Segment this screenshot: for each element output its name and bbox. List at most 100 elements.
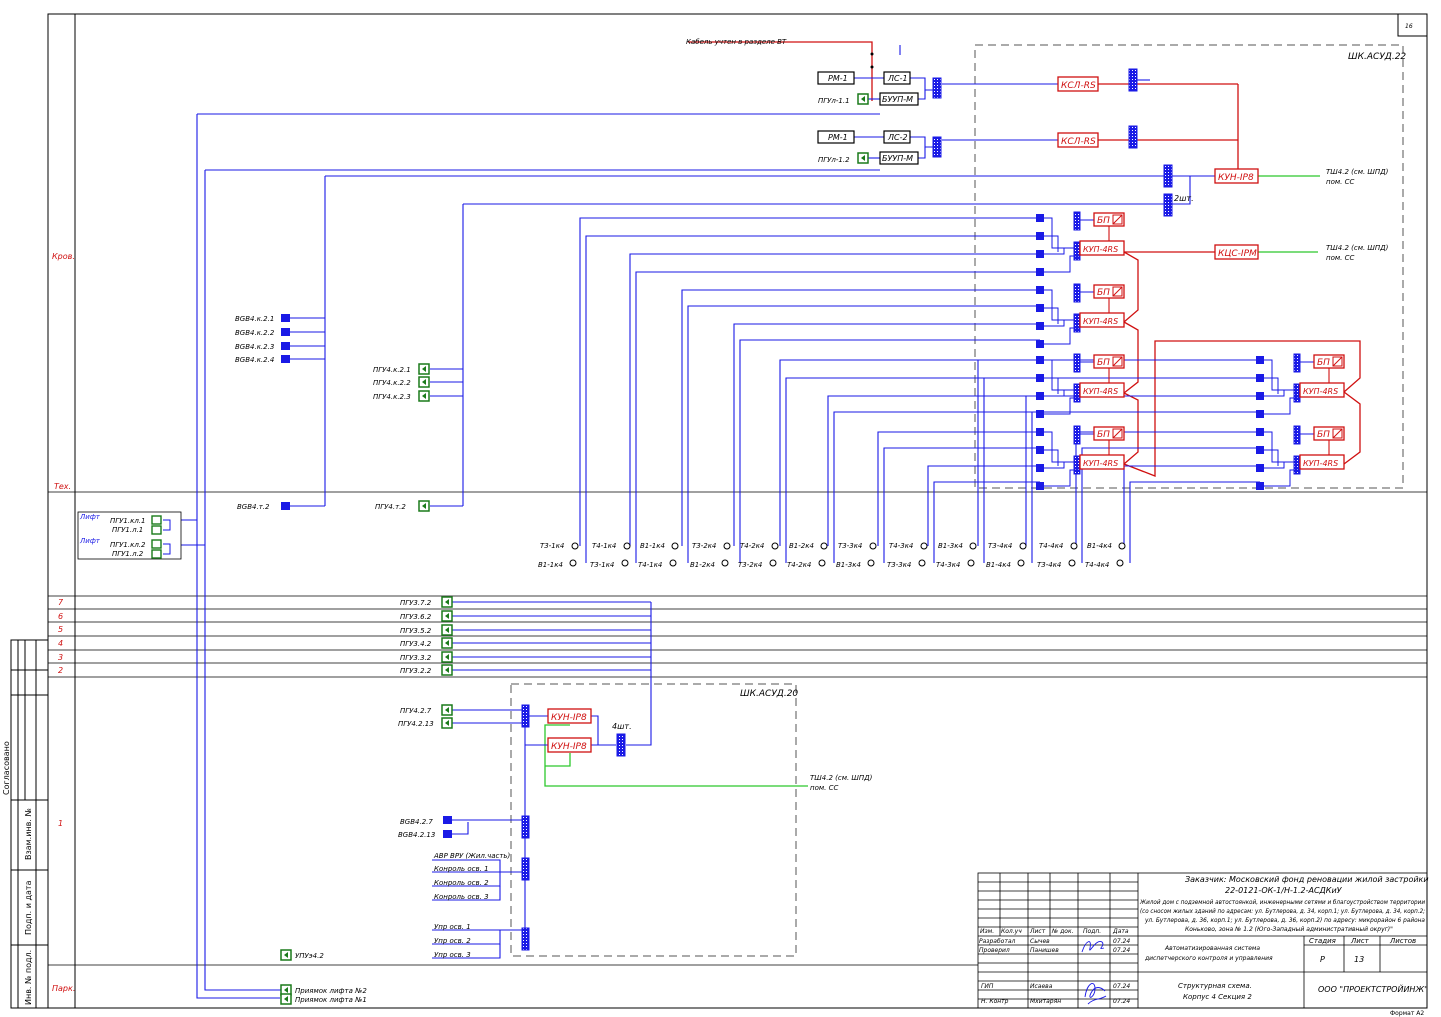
thermo-icon — [1019, 542, 1027, 550]
pgu-l11-label: ПГУл-1.1 — [818, 97, 850, 105]
terminal-label: Т4-3к4 — [889, 542, 913, 550]
junction-icon — [1256, 464, 1264, 472]
junction-icon — [1256, 428, 1264, 436]
tb-r2-name: Панишев — [1030, 947, 1059, 954]
ksl2-label: КСЛ-RS — [1061, 137, 1096, 147]
pgu-icon — [441, 624, 453, 636]
floor-6: 6 — [58, 612, 63, 621]
network-lines — [544, 175, 1320, 787]
terminal-label: Т3-3к4 — [838, 542, 862, 550]
stamp-inv-orig: Инв. № подл. — [24, 950, 33, 1005]
junction-icon — [1036, 428, 1044, 436]
kup-label: КУП-4RS — [1083, 317, 1118, 326]
pgu-l12-label: ПГУл-1.2 — [818, 156, 850, 164]
thermo-icon — [867, 559, 875, 567]
tb-sheet-no: 13 — [1354, 955, 1364, 964]
terminal-label: Т4-2к4 — [740, 542, 764, 550]
format-label: Формат А2 — [1390, 1010, 1424, 1017]
kup-label: КУП-4RS — [1303, 459, 1338, 468]
junction-icon — [932, 77, 942, 99]
bgb-f1-a: BGB4.2.7 — [400, 818, 433, 826]
bp-label: БП — [1097, 430, 1110, 440]
junction-icon — [1073, 283, 1081, 303]
tb-h-kol: Кол.уч — [1001, 928, 1022, 935]
junction-icon — [521, 815, 530, 839]
pgu-floor-7: ПГУ3.7.2 — [400, 599, 432, 607]
tb-r1-date: 07.24 — [1113, 938, 1130, 945]
bp-label: БП — [1317, 358, 1330, 368]
thermo-icon — [1017, 559, 1025, 567]
thermo-icon — [723, 542, 731, 550]
pgu-icon — [280, 949, 292, 961]
cable-note: Кабель учтен в разделе ВТ — [686, 38, 787, 46]
pgu-icon — [441, 637, 453, 649]
junction-icon — [1036, 356, 1044, 364]
thermo-icon — [669, 559, 677, 567]
lift-1b: ПГУ1.л.1 — [112, 526, 143, 534]
bgb-roof-1: BGB4.к.2.1 — [235, 315, 274, 323]
ksl1-label: КСЛ-RS — [1061, 81, 1096, 91]
tb-r2-date: 07.24 — [1113, 947, 1130, 954]
pgu-roof-1: ПГУ4.к.2.1 — [373, 366, 411, 374]
tb-object-1: Жилой дом с подземной автостоянкой, инже… — [1139, 899, 1425, 906]
junction-icon — [1073, 455, 1081, 475]
lift-2-label: Лифт — [79, 537, 101, 545]
cabinet-22-zone — [974, 44, 1404, 489]
thermo-icon — [1070, 542, 1078, 550]
junction-icon — [1036, 232, 1044, 240]
junction-icon — [521, 704, 530, 728]
tb-h-sheet: Лист — [1350, 937, 1370, 945]
thermo-icon — [820, 542, 828, 550]
junction-icon — [1036, 340, 1044, 348]
output-2: Упр осв. 2 — [434, 937, 471, 945]
bgb-roof-3: BGB4.к.2.3 — [235, 343, 274, 351]
junction-icon — [521, 857, 530, 881]
power-supply-icon — [1112, 356, 1123, 367]
junction-icon — [1073, 425, 1081, 445]
stamp-sign-date: Подп. и дата — [24, 880, 33, 935]
junction-icon — [1128, 125, 1138, 149]
junction-icon — [616, 733, 626, 757]
tb-system-2: диспетчерского контроля и управления — [1144, 955, 1273, 962]
junction-icon — [1073, 353, 1081, 373]
tb-r1-role: Разработал — [979, 938, 1016, 945]
junction-icon — [1256, 446, 1264, 454]
thermo-icon — [569, 559, 577, 567]
rm2-box — [817, 130, 855, 144]
pgu-icon — [441, 651, 453, 663]
cabinet-20-title: ШК.АСУД.20 — [740, 689, 798, 699]
roof-sensors: BGB4.к.2.1 BGB4.к.2.2 BGB4.к.2.3 BGB4.к.… — [235, 314, 430, 512]
input-ctrl-3: Конроль осв. 3 — [434, 893, 489, 901]
kun-ip8-label: КУН-IP8 — [1218, 173, 1254, 183]
pgu-icon — [418, 363, 430, 375]
junction-icon — [1293, 353, 1301, 373]
tb-h-izm: Изм. — [980, 928, 994, 935]
pgu-l11-icon — [857, 93, 869, 105]
bgb-roof-4: BGB4.к.2.4 — [235, 356, 274, 364]
junction-icon — [932, 136, 942, 158]
tb-code: 22-0121-ОК-1/Н-1.2-АСДКиУ — [1225, 886, 1343, 895]
bp-label: БП — [1097, 288, 1110, 298]
bp-label: БП — [1317, 430, 1330, 440]
kcs-ipm-box — [1214, 244, 1259, 260]
terminal-label: Т3-2к4 — [738, 561, 762, 569]
stamp-agreed: Согласовано — [2, 741, 11, 795]
sheet-number: 16 — [1405, 23, 1413, 30]
tb-h-list: Лист — [1029, 928, 1046, 935]
ls1-label: ЛС-1 — [887, 74, 908, 83]
sensor-icon — [281, 328, 290, 336]
qty-2pcs: 2шт. — [1174, 194, 1194, 203]
cabinet-22-devices: КСЛ-RS КСЛ-RS 2шт. КУН-IP8 ТШ4.2 (см. ШП… — [1036, 68, 1389, 490]
kup-box — [1299, 382, 1345, 398]
tb-sheet-1: Структурная схема. — [1178, 982, 1252, 990]
buup2-box — [879, 151, 919, 165]
junction-icon — [1036, 374, 1044, 382]
tb-system-1: Автоматизированная система — [1164, 945, 1260, 952]
pgu-icon — [441, 664, 453, 676]
terminal-label: В1-4к4 — [1087, 542, 1112, 550]
thermo-icon — [721, 559, 729, 567]
tb-r3-name: Исаева — [1030, 983, 1053, 990]
pgu-floor-2: ПГУ3.2.2 — [400, 667, 432, 675]
terminal-label: В1-1к4 — [538, 561, 563, 569]
